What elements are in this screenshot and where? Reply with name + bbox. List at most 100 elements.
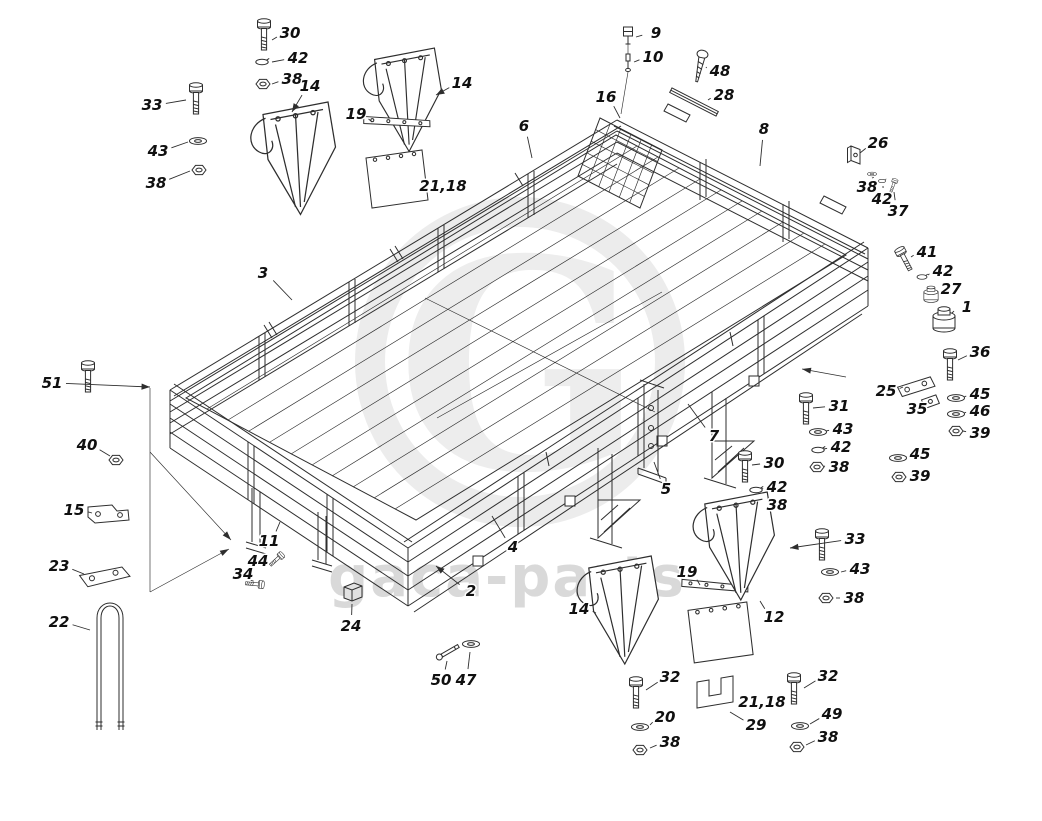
- callout-33: 33: [789, 529, 867, 550]
- callout-label-text: 38: [857, 178, 878, 196]
- callout-label-text: 31: [829, 397, 850, 415]
- mesh-panel: [577, 117, 663, 209]
- floor-planks: [184, 134, 848, 521]
- callout-38: 38: [823, 457, 851, 478]
- callout-9: 9: [635, 23, 663, 44]
- callout-label-text: 43: [147, 142, 169, 160]
- callout-14: 14: [435, 73, 474, 96]
- callout-47: 47: [453, 651, 478, 691]
- callout-11: 11: [257, 521, 281, 552]
- callout-label-text: 40: [76, 436, 98, 454]
- callout-27: 27: [937, 279, 963, 300]
- callout-label-text: 45: [909, 445, 931, 463]
- end-panel-front: [169, 403, 409, 607]
- callout-label-text: 22: [49, 613, 70, 631]
- callout-5: 5: [653, 461, 673, 500]
- washer-icon: [791, 722, 809, 730]
- callout-label-text: 36: [970, 343, 991, 361]
- callout-label-text: 15: [64, 501, 85, 519]
- assembly-leader-lines: [149, 44, 847, 593]
- platform-body-drawing: [149, 44, 869, 613]
- callout-labels: 30423814334338191421,1869101648288263842…: [40, 23, 992, 753]
- callout-label-text: 23: [49, 557, 70, 575]
- callout-35: 35: [905, 399, 929, 420]
- callout-32: 32: [803, 666, 840, 689]
- callout-46: 46: [963, 401, 992, 422]
- callout-30: 30: [271, 23, 302, 44]
- callout-43: 43: [825, 419, 855, 440]
- pin50-icon: [434, 642, 461, 662]
- side-panel-far: [169, 130, 618, 435]
- callout-label-text: 14: [300, 77, 321, 95]
- callout-label-text: 5: [661, 480, 671, 498]
- clip-icon: [847, 145, 861, 165]
- bolt-icon: [738, 450, 752, 483]
- step-bracket-icon: [87, 504, 130, 524]
- washer-icon: [889, 454, 907, 462]
- callout-label-text: 25: [876, 382, 897, 400]
- callout-label-text: 34: [233, 565, 254, 583]
- callout-1: 1: [951, 297, 974, 318]
- callout-label-text: 1: [962, 298, 972, 316]
- callout-label-text: 43: [849, 560, 871, 578]
- callout-label-text: 38: [146, 174, 167, 192]
- block-icon: [343, 582, 363, 602]
- callout-32: 32: [645, 667, 682, 691]
- callout-label-text: 10: [643, 48, 664, 66]
- washer-icon: [462, 640, 480, 648]
- callout-38: 38: [649, 732, 682, 753]
- bolt-icon: [629, 676, 643, 709]
- callout-7: 7: [687, 403, 721, 447]
- callout-label-text: 38: [660, 733, 681, 751]
- bolt-icon: [943, 348, 957, 381]
- bolt-icon: [787, 672, 801, 705]
- callout-label-text: 38: [844, 589, 865, 607]
- washer-icon: [947, 394, 965, 402]
- pin10-icon: [625, 53, 631, 73]
- buffer-icon: [932, 306, 956, 333]
- callout-14: 14: [291, 76, 322, 113]
- callout-label-text: 39: [910, 467, 931, 485]
- callout-4: 4: [491, 515, 520, 558]
- callout-label-text: 44: [247, 552, 269, 570]
- callout-36: 36: [957, 342, 992, 363]
- callout-label-text: 3: [258, 264, 268, 282]
- flap-icon: [250, 101, 337, 216]
- watermark: G gaca-parts: [328, 197, 685, 610]
- callout-10: 10: [633, 47, 665, 68]
- callout-label-text: 24: [341, 617, 362, 635]
- callout-26: 26: [859, 133, 890, 154]
- callout-12: 12: [759, 600, 786, 628]
- callout-30: 30: [751, 453, 786, 474]
- callout-3: 3: [256, 263, 293, 301]
- lockwasher-icon: [749, 485, 764, 494]
- callout-37: 37: [886, 191, 910, 222]
- nut-icon: [255, 78, 271, 90]
- callout-29: 29: [729, 711, 768, 736]
- callout-label-text: 42: [287, 49, 309, 67]
- callout-22: 22: [47, 612, 91, 633]
- callout-42: 42: [823, 437, 853, 458]
- washer-icon: [189, 137, 207, 145]
- callout-label-text: 33: [142, 96, 163, 114]
- callout-42: 42: [869, 185, 894, 210]
- callout-15: 15: [62, 500, 93, 521]
- bolt-icon: [189, 82, 203, 115]
- callout-label-text: 42: [766, 478, 788, 496]
- callout-label-text: 47: [455, 671, 477, 689]
- callout-label-text: 8: [759, 120, 769, 138]
- callout-label-text: 27: [941, 280, 962, 298]
- callout-label-text: 43: [832, 420, 854, 438]
- callout-42: 42: [927, 261, 955, 282]
- callout-39: 39: [962, 423, 992, 444]
- callout-45: 45: [905, 444, 932, 465]
- cross-brace: [424, 291, 663, 419]
- callout-label-text: 21,18: [419, 177, 466, 195]
- callout-label-text: 14: [569, 600, 590, 618]
- callout-28: 28: [707, 85, 736, 106]
- callout-39: 39: [908, 466, 932, 487]
- nut-icon: [948, 425, 964, 437]
- washer-icon: [631, 723, 649, 731]
- callout-21-18: 21,18: [737, 692, 787, 713]
